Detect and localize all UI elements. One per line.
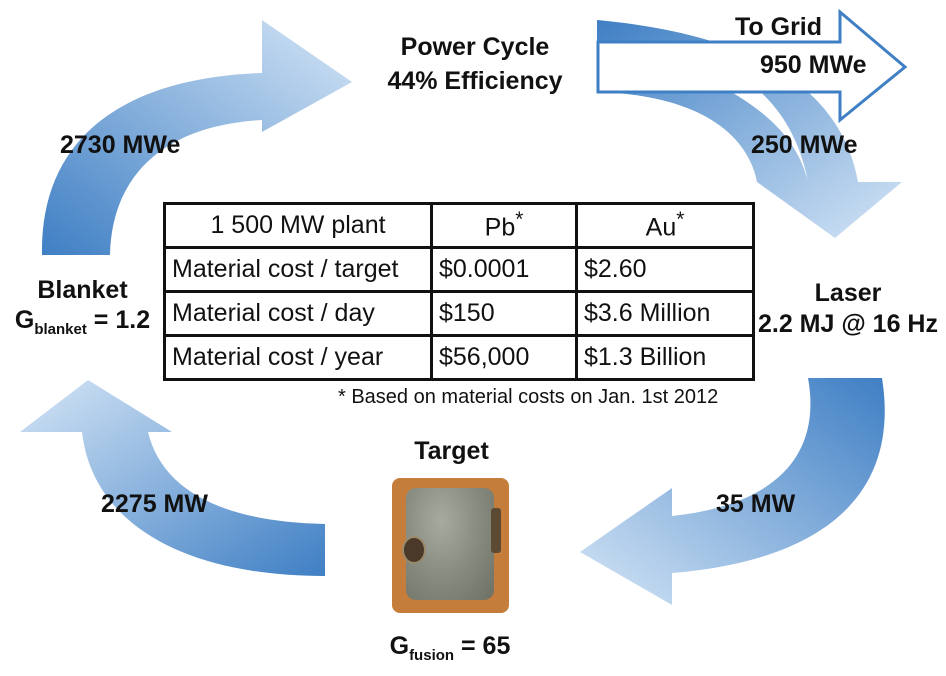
flow-laser-to-target: 35 MW [716,490,795,519]
table-cell: $0.0001 [432,248,577,292]
table-header-cell: Au* [577,204,754,248]
flow-blanket-to-power: 2730 MWe [60,131,180,160]
table-cell: $56,000 [432,336,577,380]
table-cell: $2.60 [577,248,754,292]
blanket-gain: Gblanket = 1.2 [10,305,155,339]
target-hole [402,536,426,564]
table-row: Material cost / target $0.0001 $2.60 [165,248,754,292]
table-cell: Material cost / target [165,248,432,292]
target-photo [392,478,509,613]
table-cell: $1.3 Billion [577,336,754,380]
flow-target-to-blanket: 2275 MW [101,490,208,519]
target-gain: Gfusion = 65 [380,632,520,661]
to-grid-label: To Grid [735,13,822,42]
flow-power-to-laser: 250 MWe [751,131,858,160]
table-header-row: 1 500 MW plant Pb* Au* [165,204,754,248]
power-cycle-label: Power Cycle 44% Efficiency [355,30,595,98]
arrow-target-to-blanket [20,380,325,576]
table-row: Material cost / day $150 $3.6 Million [165,292,754,336]
table-footnote: * Based on material costs on Jan. 1st 20… [338,386,718,409]
table-header-cell: Pb* [432,204,577,248]
table-row: Material cost / year $56,000 $1.3 Billio… [165,336,754,380]
table-cell: $150 [432,292,577,336]
blanket-label: Blanket Gblanket = 1.2 [10,275,155,339]
to-grid-value: 950 MWe [760,51,867,80]
table-cell: Material cost / year [165,336,432,380]
power-cycle-title: Power Cycle [355,30,595,64]
material-cost-table: 1 500 MW plant Pb* Au* Material cost / t… [163,202,755,381]
laser-label: Laser 2.2 MJ @ 16 Hz [750,278,946,340]
target-tab [491,508,501,553]
table-cell: Material cost / day [165,292,432,336]
target-title: Target [400,437,503,466]
laser-title: Laser [750,278,946,309]
power-cycle-efficiency: 44% Efficiency [355,64,595,98]
laser-spec: 2.2 MJ @ 16 Hz [750,309,946,340]
table-header-cell: 1 500 MW plant [165,204,432,248]
blanket-title: Blanket [10,275,155,305]
table-cell: $3.6 Million [577,292,754,336]
